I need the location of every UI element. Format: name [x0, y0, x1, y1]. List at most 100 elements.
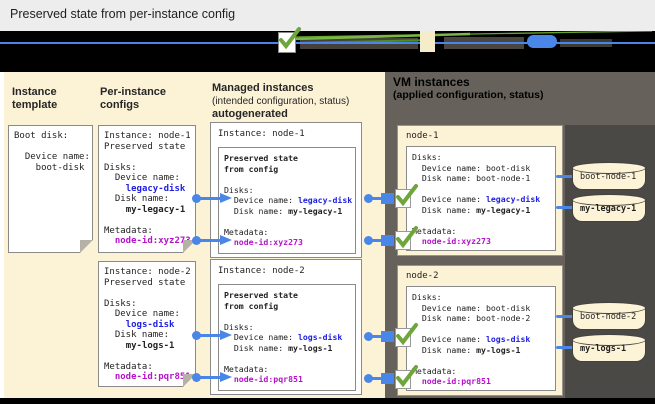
connector-line	[368, 239, 382, 242]
code-line: Metadata:	[224, 226, 269, 237]
legend-green-streaks	[293, 31, 653, 44]
vm-node-2-config: Disks: Device name: boot-disk Disk name:…	[406, 286, 556, 391]
code-line: Device name: legacy-disk	[224, 195, 353, 205]
connector-dot	[192, 331, 201, 340]
header-managed-instances: Managed instances (intended configuratio…	[212, 82, 384, 121]
code-line	[104, 152, 190, 163]
code-line: node-id:pqr851	[114, 372, 191, 382]
disk-connector-line	[556, 346, 576, 349]
disk-cylinder-boot-node-1: boot-node-1	[572, 162, 646, 190]
code-line: Disk name:	[104, 194, 170, 204]
code-line: Disk name: boot-node-1	[412, 173, 531, 183]
disk-connector-line	[556, 315, 576, 318]
title-bar: Preserved state from per-instance config	[0, 0, 655, 31]
code-line: Device name:	[14, 152, 90, 162]
disk-label: my-logs-1	[580, 344, 627, 354]
code-line: Disks:	[104, 298, 137, 309]
connector-dot	[192, 194, 201, 203]
connector-square	[381, 235, 394, 246]
code-line: Device name:	[104, 173, 180, 183]
code-line: Metadata:	[412, 225, 457, 236]
header-vm-instances: VM instances (applied configuration, sta…	[393, 75, 544, 102]
code-line	[224, 353, 350, 364]
code-line: Preserved state	[104, 141, 186, 152]
checkmark-icon	[278, 27, 301, 53]
code-line: Instance: node-1	[104, 131, 191, 141]
code-line: Disks:	[412, 152, 442, 162]
code-line	[224, 174, 350, 185]
code-line	[412, 324, 550, 335]
code-line	[412, 355, 550, 366]
status-checkbox	[395, 365, 418, 389]
status-checkbox	[395, 184, 418, 208]
disk-cylinder-my-legacy-1: my-legacy-1	[572, 194, 646, 222]
status-checkbox	[395, 323, 418, 347]
connector-square	[381, 373, 394, 384]
code-line	[224, 216, 350, 227]
code-line: Disks:	[224, 321, 254, 332]
connector-line	[368, 377, 382, 380]
code-line	[104, 288, 190, 299]
connector-square	[381, 331, 394, 342]
vm-node-1-config: Disks: Device name: boot-disk Disk name:…	[406, 146, 556, 251]
code-line: Instance: node-2	[104, 267, 191, 277]
code-line: Preserved state	[104, 277, 186, 288]
connector-arrowhead-icon	[220, 330, 232, 340]
vm-heading-line1: VM instances	[393, 75, 470, 89]
legend-band	[0, 27, 655, 72]
connector-dot	[192, 373, 201, 382]
vm-node-2-code: Disks: Device name: boot-disk Disk name:…	[407, 287, 555, 392]
header-managed-line3: autogenerated	[212, 108, 288, 120]
code-line: Disks:	[412, 292, 442, 302]
connector-line	[198, 376, 221, 379]
code-line: Preserved state	[224, 153, 298, 163]
code-line: node-id:pqr851	[233, 374, 303, 384]
code-line: Device name: boot-disk	[412, 162, 531, 173]
code-line: Disks:	[224, 184, 254, 195]
vm-node-1-code: Disks: Device name: boot-disk Disk name:…	[407, 147, 555, 252]
connector-arrowhead-icon	[220, 372, 232, 382]
code-line: Disk name: my-legacy-1	[412, 204, 531, 215]
code-line: Device name: legacy-disk	[412, 194, 541, 204]
code-line: node-id:pqr851	[421, 376, 491, 386]
connector-line	[198, 239, 221, 242]
config-box-icon	[420, 31, 435, 52]
code-line: legacy-disk	[125, 183, 186, 194]
code-line: Disks:	[104, 162, 137, 173]
disk-cylinder-my-logs-1: my-logs-1	[572, 334, 646, 362]
vm-heading-line2: (applied configuration, status)	[393, 89, 544, 101]
header-instance-template: Instance template	[12, 86, 58, 111]
status-checkbox	[395, 226, 418, 250]
code-line: Metadata:	[104, 225, 153, 236]
code-line: node-id:xyz273	[233, 237, 303, 247]
code-line: my-logs-1	[125, 340, 175, 351]
code-line: Metadata:	[224, 363, 269, 374]
code-line	[104, 351, 190, 362]
connector-square	[381, 193, 394, 204]
managed-instance-title: Instance: node-1	[218, 129, 305, 139]
vm-node-1-box: node-1 Disks: Device name: boot-disk Dis…	[397, 125, 563, 256]
disk-connector-line	[556, 206, 576, 209]
code-line: node-id:xyz273	[421, 236, 491, 246]
diagram-title: Preserved state from per-instance config	[10, 7, 236, 21]
disk-label: boot-node-2	[580, 312, 637, 322]
disk-label: my-legacy-1	[580, 204, 637, 214]
code-line: Disk name: my-logs-1	[224, 342, 333, 353]
code-line: Disk name:	[104, 330, 170, 340]
header-per-instance-configs: Per-instance configs	[100, 86, 167, 111]
code-line: Disk name: my-logs-1	[412, 344, 521, 355]
vm-node-1-label: node-1	[406, 131, 439, 141]
code-line	[224, 311, 350, 322]
code-line: boot-disk	[14, 162, 85, 173]
header-managed-line1: Managed instances	[212, 82, 314, 94]
instance-template-code: Boot disk: Device name: boot-disk	[9, 126, 92, 178]
